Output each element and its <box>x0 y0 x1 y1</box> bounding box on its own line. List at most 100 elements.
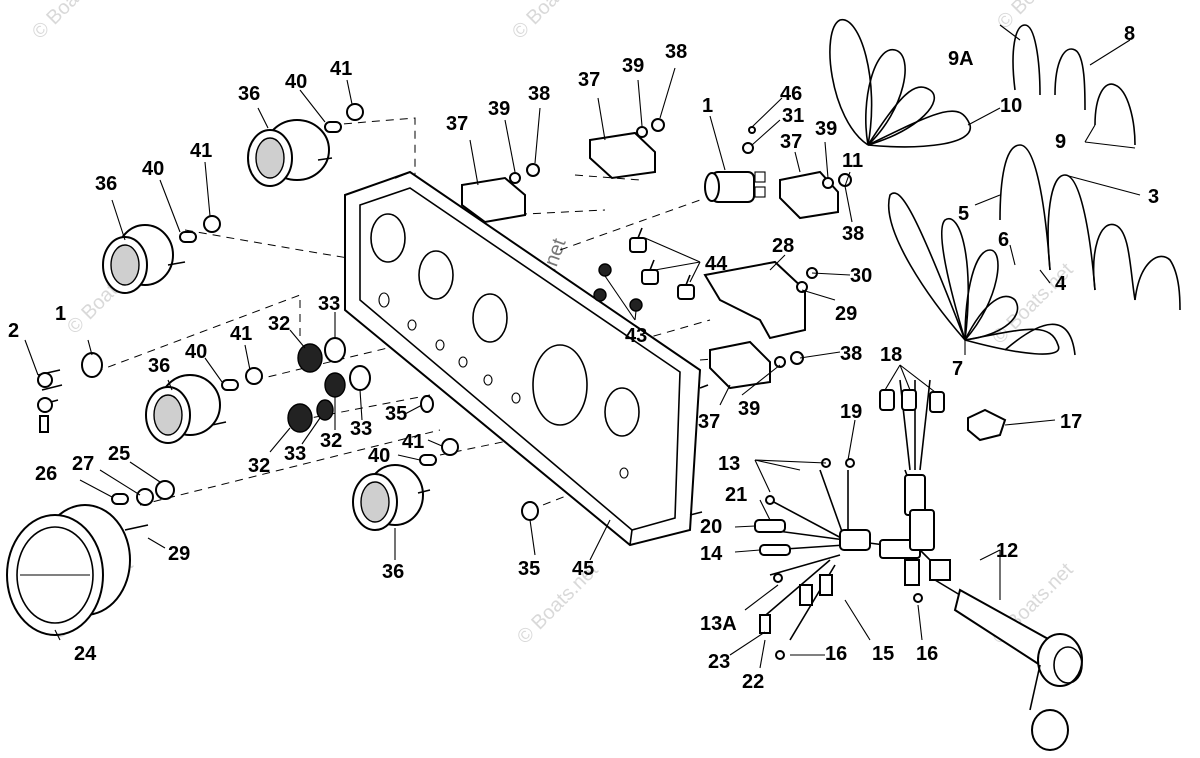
callout-41-top: 41 <box>330 58 352 80</box>
callout-3: 3 <box>1148 186 1159 208</box>
bracket-37-d <box>709 340 771 390</box>
callout-26: 26 <box>35 463 57 485</box>
leader-lines <box>24 24 1141 669</box>
callout-38-a: 38 <box>528 83 550 105</box>
callout-31: 31 <box>782 105 804 127</box>
callout-37-d: 37 <box>698 411 720 433</box>
callout-39-d: 39 <box>738 398 760 420</box>
callout-13: 13 <box>718 453 740 475</box>
bracket-28 <box>703 260 806 340</box>
callout-1-right: 1 <box>702 95 713 117</box>
wire-lead-3-4 <box>999 144 1181 311</box>
callout-27: 27 <box>72 453 94 475</box>
callout-30: 30 <box>850 265 872 287</box>
bulb-40-mid <box>221 379 239 391</box>
callout-37-b: 37 <box>578 69 600 91</box>
callout-40-mid: 40 <box>185 341 207 363</box>
callout-29-right: 29 <box>835 303 857 325</box>
bulb-40-left <box>179 231 197 243</box>
callout-12: 12 <box>996 540 1018 562</box>
callout-2: 2 <box>8 320 19 342</box>
callout-35-top: 35 <box>385 403 407 425</box>
callout-20: 20 <box>700 516 722 538</box>
nut-1-left <box>81 352 103 378</box>
ignition-switch-1 <box>704 171 766 203</box>
callout-36-top: 36 <box>238 83 260 105</box>
callout-32-top: 32 <box>268 313 290 335</box>
socket-41-top <box>346 103 364 121</box>
wire-lead-8-9 <box>1012 24 1136 146</box>
callout-41-mid: 41 <box>230 323 252 345</box>
callout-5: 5 <box>958 203 969 225</box>
callout-25: 25 <box>108 443 130 465</box>
callout-7: 7 <box>952 358 963 380</box>
callout-13a: 13A <box>700 613 737 635</box>
callout-40-top: 40 <box>285 71 307 93</box>
watermark: © Boats.net <box>508 0 598 44</box>
callout-8: 8 <box>1124 23 1135 45</box>
wiring-harness <box>754 379 1083 751</box>
socket-27-25 <box>136 480 175 506</box>
callout-10: 10 <box>1000 95 1022 117</box>
callout-28: 28 <box>772 235 794 257</box>
callout-16-left: 16 <box>825 643 847 665</box>
callout-14: 14 <box>700 543 723 565</box>
callout-39-a: 39 <box>488 98 510 120</box>
callout-36-left: 36 <box>95 173 117 195</box>
bulb-40-top <box>324 121 342 133</box>
bulb-26 <box>111 493 129 505</box>
watermark: © Boats.net <box>993 0 1083 34</box>
callout-44: 44 <box>705 253 728 275</box>
toggle-switches-44 <box>629 227 695 300</box>
callout-33-top: 33 <box>318 293 340 315</box>
callout-4: 4 <box>1055 273 1067 295</box>
callout-32-mid: 32 <box>320 430 342 452</box>
callout-33-mid: 33 <box>350 418 372 440</box>
gauge-36-mid <box>145 374 227 444</box>
callout-39-b: 39 <box>622 55 644 77</box>
callout-33-bottom: 33 <box>284 443 306 465</box>
callout-21: 21 <box>725 484 747 506</box>
callout-37-c: 37 <box>780 131 802 153</box>
dash-panel <box>344 170 709 547</box>
socket-41-mid <box>245 367 263 385</box>
callout-40-bottom: 40 <box>368 445 390 467</box>
assembly-lines <box>94 117 761 511</box>
callout-labels: 1 1 2 3 4 5 6 7 8 9 9A 10 11 12 13 13A 1… <box>8 23 1159 693</box>
socket-41-left <box>203 215 221 233</box>
callout-38-c: 38 <box>842 223 864 245</box>
callout-32-bottom: 32 <box>248 455 270 477</box>
gauge-36-top <box>247 119 333 187</box>
gauge-36-bottom <box>352 464 431 531</box>
callout-46: 46 <box>780 83 802 105</box>
callout-15: 15 <box>872 643 894 665</box>
callout-19: 19 <box>840 401 862 423</box>
bracket-37-a <box>461 176 526 224</box>
callout-11: 11 <box>842 150 863 172</box>
callout-38-b: 38 <box>665 41 687 63</box>
wire-lead-10 <box>829 19 971 148</box>
watermark: © Boats.net <box>28 0 118 44</box>
callout-16-right: 16 <box>916 643 938 665</box>
callout-41-bottom: 41 <box>402 431 424 453</box>
callout-36-mid: 36 <box>148 355 170 377</box>
callout-6: 6 <box>998 229 1009 251</box>
wire-lead-5-6-7 <box>887 192 1076 356</box>
callout-18: 18 <box>880 344 902 366</box>
callout-40-left: 40 <box>142 158 164 180</box>
bracket-37-b <box>589 131 656 180</box>
callout-23: 23 <box>708 651 730 673</box>
bulb-40-bottom <box>419 454 437 466</box>
tachometer-24 <box>6 504 149 636</box>
knob-32-33 <box>287 337 371 433</box>
callout-45: 45 <box>572 558 594 580</box>
socket-41-bottom <box>441 438 459 456</box>
gauge-36-left <box>102 224 186 294</box>
callout-39-c: 39 <box>815 118 837 140</box>
callout-35-bottom: 35 <box>518 558 540 580</box>
callout-1-left: 1 <box>55 303 66 325</box>
relay-17 <box>967 408 1007 442</box>
nuts-43 <box>593 263 643 312</box>
callout-43: 43 <box>625 325 647 347</box>
